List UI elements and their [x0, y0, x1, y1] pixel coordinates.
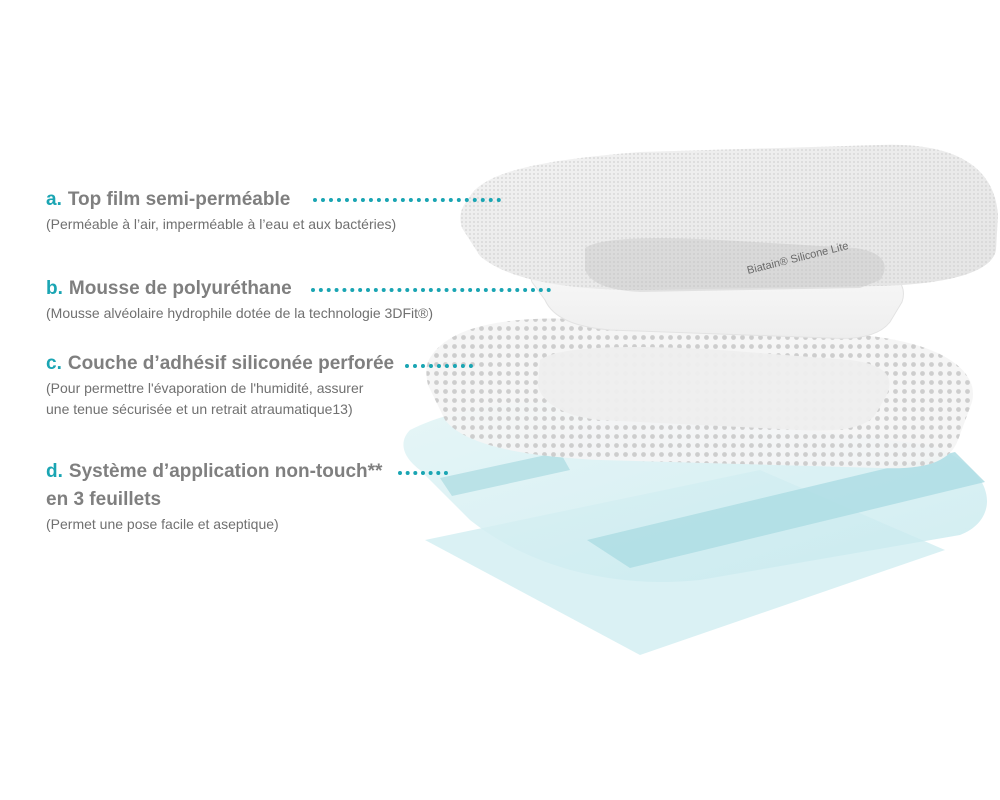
leader-line-b: [311, 288, 551, 292]
label-c: c.Couche d’adhésif siliconée perforée (P…: [46, 350, 394, 420]
label-d-description: (Permet une pose facile et aseptique): [46, 516, 279, 532]
label-a: a.Top film semi-perméable (Perméable à l…: [46, 186, 396, 235]
label-c-description-line1: (Pour permettre l'évaporation de l'humid…: [46, 380, 364, 396]
label-a-title: a.Top film semi-perméable: [46, 186, 396, 214]
label-b-text: Mousse de polyuréthane: [68, 278, 292, 299]
label-c-text: Couche d’adhésif siliconée perforée: [67, 353, 395, 374]
label-b-title: b.Mousse de polyuréthane: [46, 275, 433, 303]
label-a-letter: a.: [46, 189, 62, 210]
label-d-letter: d.: [46, 461, 63, 482]
label-c-title: c.Couche d’adhésif siliconée perforée: [46, 350, 394, 378]
label-b: b.Mousse de polyuréthane (Mousse alvéola…: [46, 275, 433, 324]
label-d-title: d.Système d’application non-touch**: [46, 458, 382, 486]
label-a-text: Top film semi-perméable: [67, 189, 291, 210]
leader-line-a: [313, 198, 501, 202]
label-c-letter: c.: [46, 353, 62, 374]
label-c-description-line2: une tenue sécurisée et un retrait atraum…: [46, 401, 353, 417]
label-b-letter: b.: [46, 278, 63, 299]
top-film-layer: Biatain® Silicone Lite: [460, 144, 998, 292]
silicone-adhesive-layer: [426, 318, 974, 469]
leader-line-d: [398, 471, 448, 475]
label-a-description: (Perméable à l’air, imperméable à l’eau …: [46, 216, 397, 232]
label-d-text: Système d’application non-touch**: [68, 461, 383, 482]
label-b-description: (Mousse alvéolaire hydrophile dotée de l…: [46, 305, 433, 321]
label-d-title-line2: en 3 feuillets: [46, 489, 162, 510]
label-d: d.Système d’application non-touch** en 3…: [46, 458, 382, 535]
leader-line-c: [405, 364, 473, 368]
